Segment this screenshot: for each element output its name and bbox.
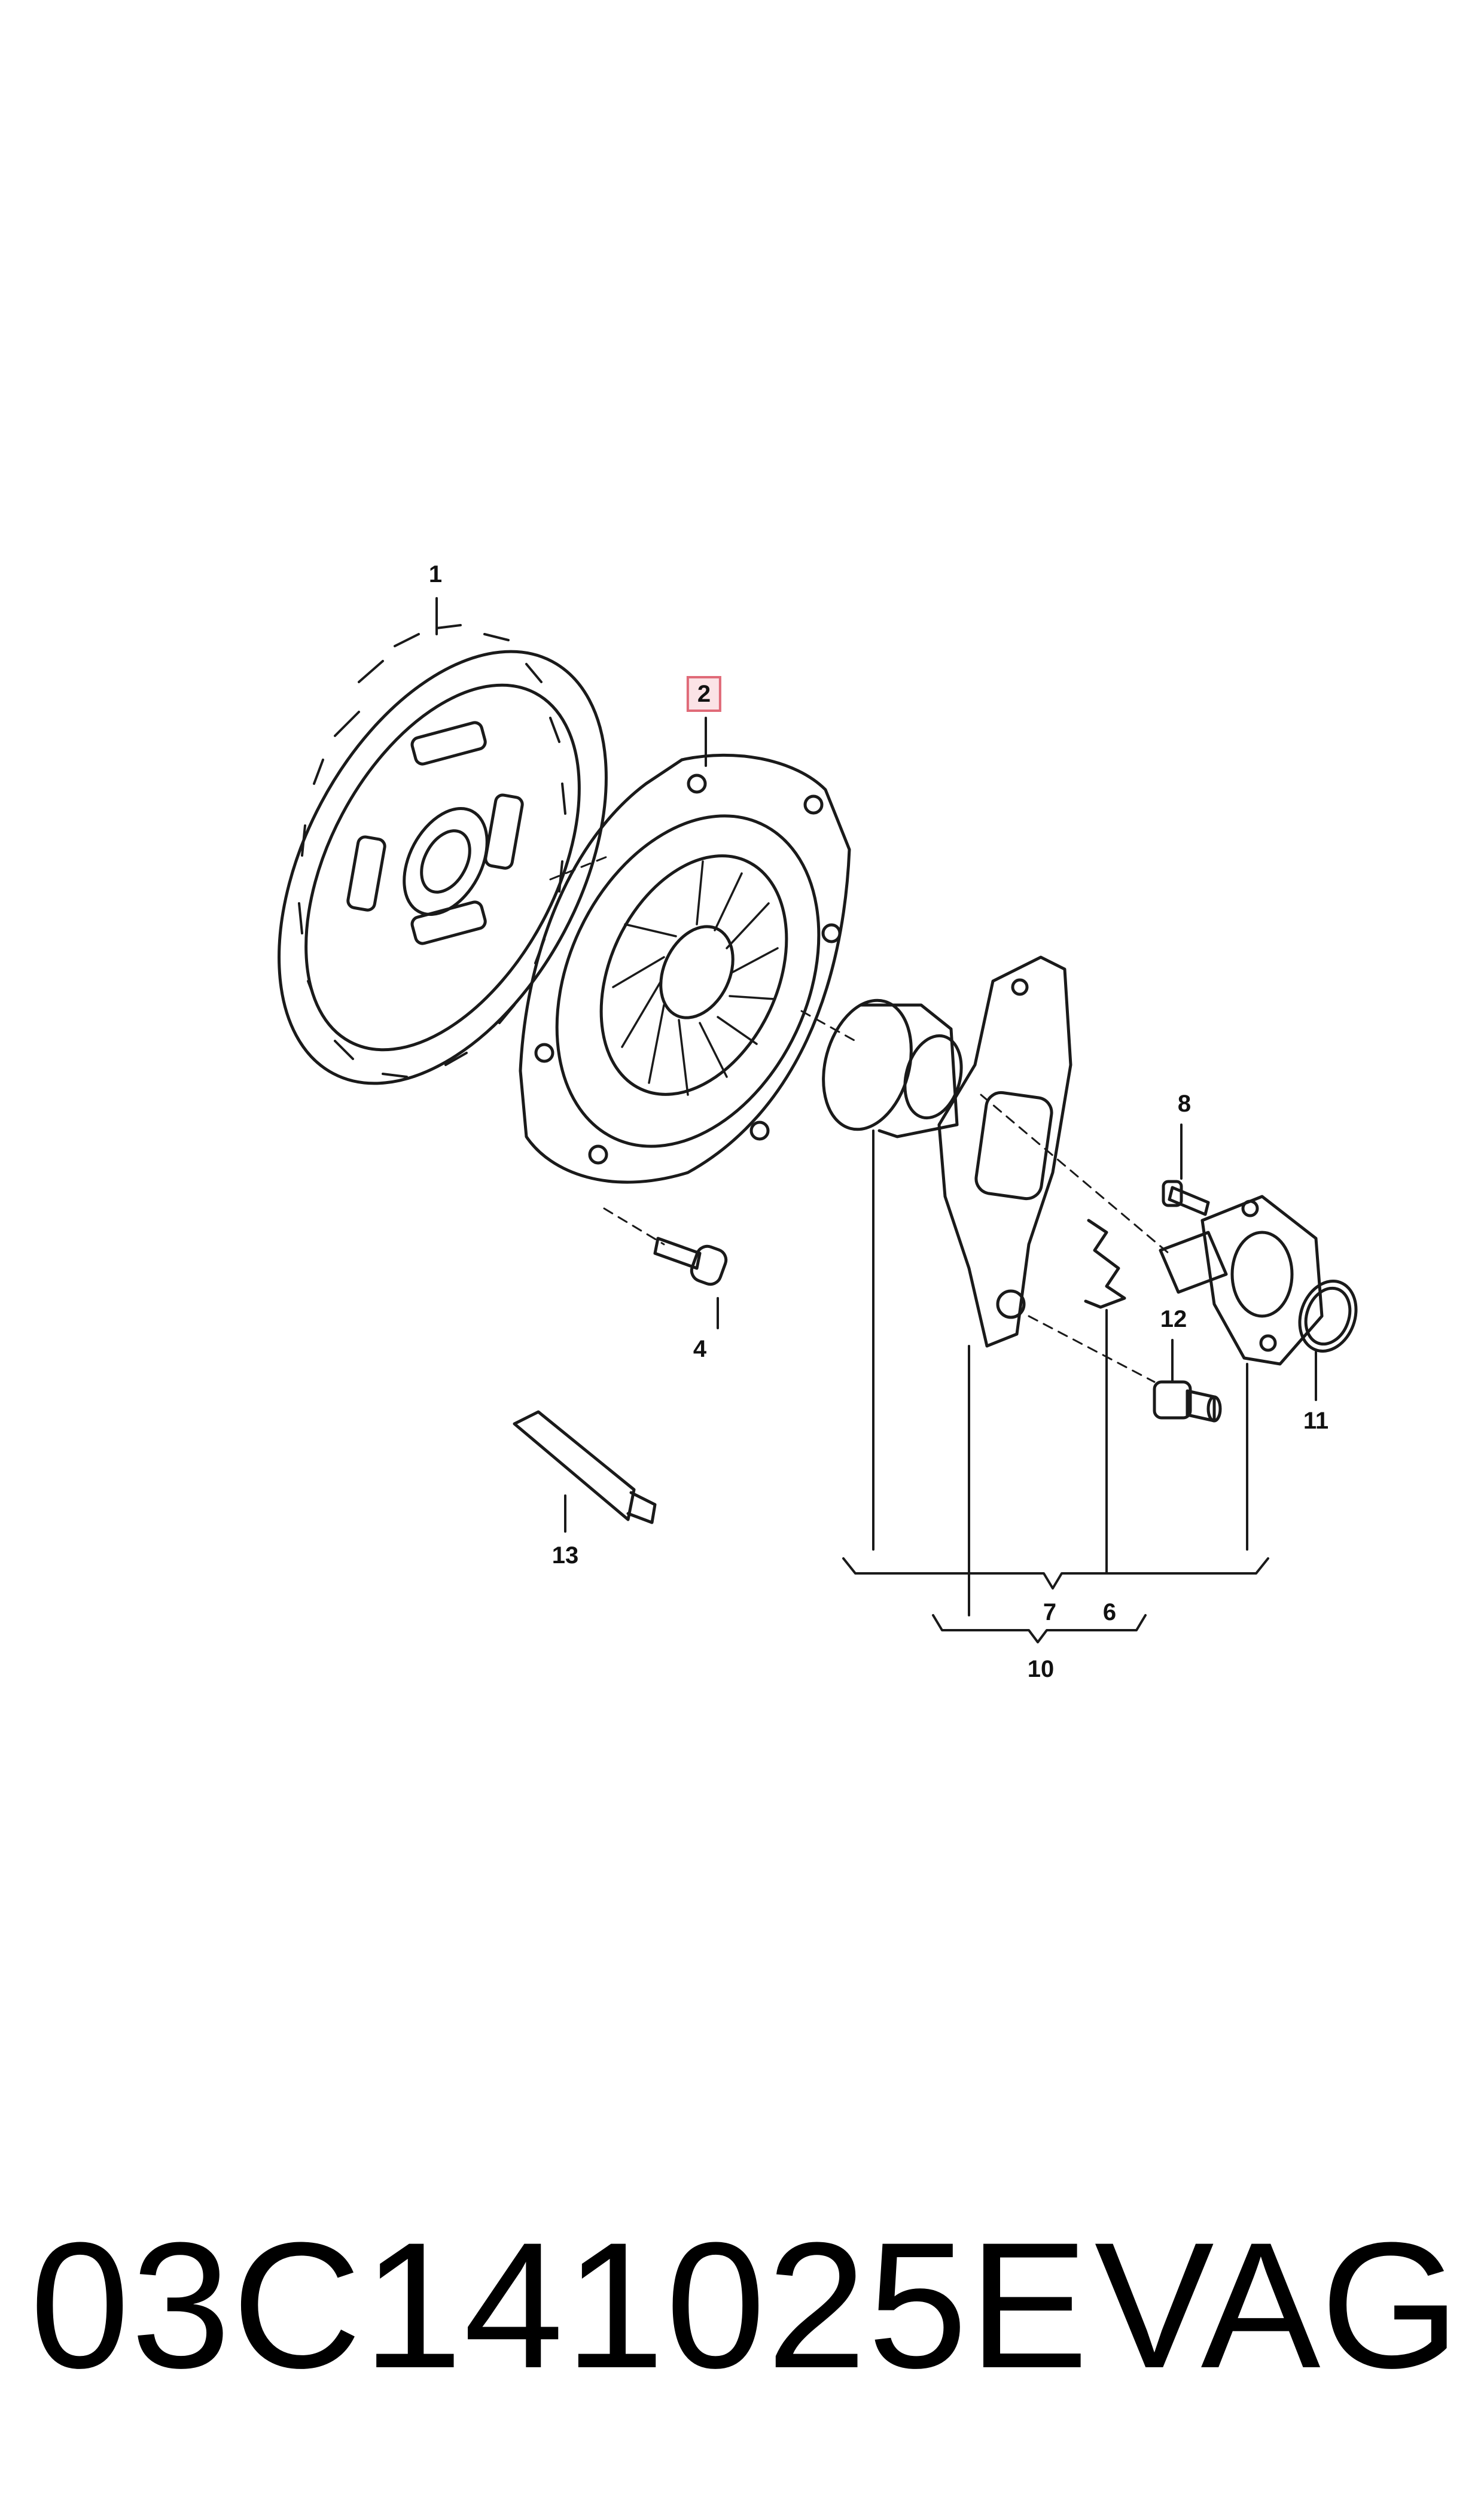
pressure-plate bbox=[519, 753, 851, 1184]
diagram-drawing bbox=[278, 597, 1358, 1643]
guide-sleeve bbox=[1159, 1195, 1324, 1366]
pivot-pin bbox=[1153, 1380, 1222, 1423]
callout-2[interactable]: 2 bbox=[686, 676, 722, 712]
spring-clip bbox=[1084, 1219, 1126, 1309]
callout-4[interactable]: 4 bbox=[693, 1336, 707, 1362]
callout-6[interactable]: 6 bbox=[1102, 1599, 1117, 1625]
exploded-parts-diagram: 1 2 4 6 7 8 10 11 12 13 bbox=[278, 561, 1358, 1682]
brand-label: VAG bbox=[1094, 2205, 1460, 2406]
grease-tube bbox=[513, 1410, 657, 1524]
release-lever bbox=[937, 955, 1072, 1348]
callout-7[interactable]: 7 bbox=[1043, 1599, 1057, 1625]
callout-8[interactable]: 8 bbox=[1177, 1091, 1192, 1117]
o-ring bbox=[1298, 1280, 1358, 1353]
release-bearing bbox=[822, 998, 963, 1138]
bolt-4 bbox=[653, 1237, 728, 1286]
callout-1[interactable]: 1 bbox=[428, 561, 443, 587]
callout-11[interactable]: 11 bbox=[1303, 1408, 1329, 1434]
bolt-8 bbox=[1162, 1180, 1210, 1216]
callout-13[interactable]: 13 bbox=[551, 1542, 579, 1569]
callout-12[interactable]: 12 bbox=[1160, 1306, 1187, 1332]
part-number: 03C141025E bbox=[30, 2205, 1090, 2406]
callout-10[interactable]: 10 bbox=[1027, 1656, 1055, 1682]
clutch-disc bbox=[278, 624, 608, 1085]
